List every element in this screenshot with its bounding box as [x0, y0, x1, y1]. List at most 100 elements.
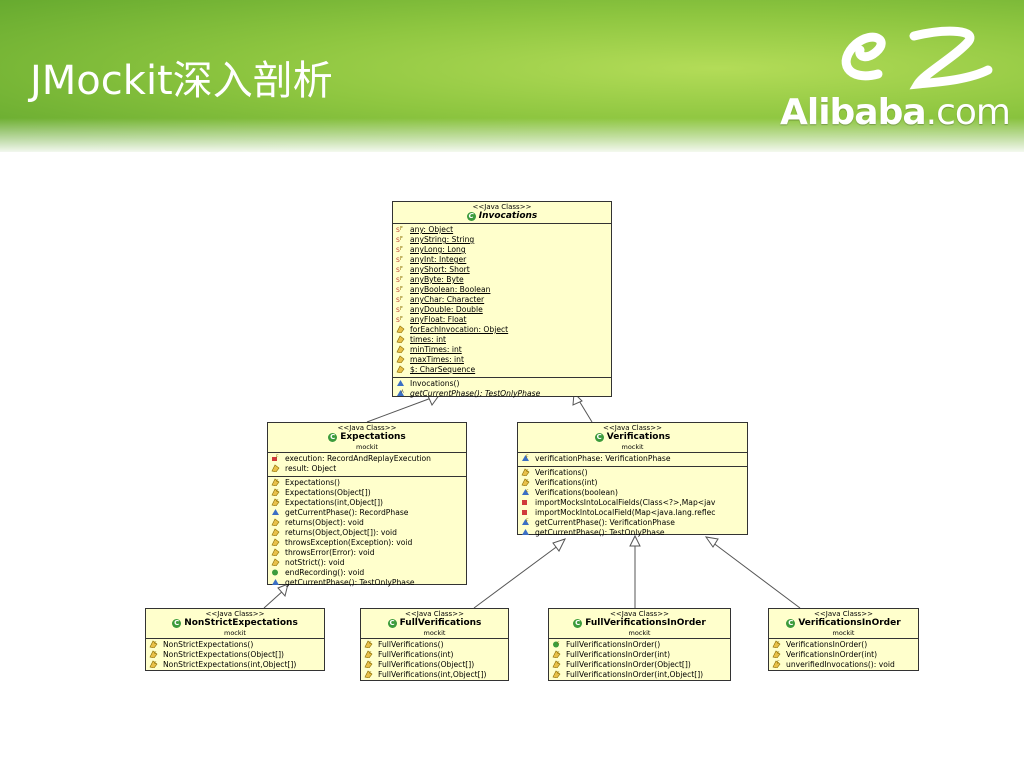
- field-row: maxTimes: int: [393, 355, 611, 365]
- svg-text:c: c: [369, 641, 372, 646]
- svg-text:c: c: [557, 671, 560, 676]
- alibaba-logo-text: Alibaba.com: [780, 92, 1011, 133]
- method-row: notStrict(): void: [268, 558, 466, 568]
- method-text: FullVerifications(Object[]): [378, 660, 475, 669]
- method-text: throwsException(Exception): void: [285, 538, 413, 547]
- protected-constructor-icon: c: [364, 650, 373, 658]
- method-text: endRecording(): void: [285, 568, 365, 577]
- method-row: getCurrentPhase(): TestOnlyPhase: [518, 528, 747, 538]
- method-text: getCurrentPhase(): RecordPhase: [285, 508, 409, 517]
- protected-constructor-icon: c: [521, 468, 530, 476]
- svg-text:c: c: [276, 489, 279, 494]
- arrow-fullverifications-to-verifications: [473, 544, 560, 609]
- protected-constructor-icon: c: [271, 488, 280, 496]
- public-constructor-icon: c: [552, 640, 561, 648]
- method-text: VerificationsInOrder(): [786, 640, 868, 649]
- class-name-label: Invocations: [478, 211, 538, 221]
- svg-text:S: S: [396, 307, 400, 313]
- svg-text:S: S: [396, 247, 400, 253]
- field-text: minTimes: int: [410, 345, 462, 354]
- svg-text:F: F: [400, 306, 403, 312]
- field-row: times: int: [393, 335, 611, 345]
- protected-field-icon: [396, 345, 405, 353]
- svg-text:F: F: [400, 296, 403, 302]
- method-text: importMockIntoLocalField(Map<java.lang.r…: [535, 508, 716, 517]
- protected-constructor-icon: c: [149, 640, 158, 648]
- method-row: importMocksIntoLocalFields(Class<?>,Map<…: [518, 498, 747, 508]
- class-package: mockit: [223, 629, 246, 637]
- package-method-icon: [271, 508, 280, 516]
- svg-text:S: S: [396, 287, 400, 293]
- arrow-head-verifications-1: [552, 538, 566, 552]
- protected-constructor-icon: c: [552, 660, 561, 668]
- svg-text:c: c: [154, 651, 157, 656]
- arrow-head-verifications-3: [704, 536, 719, 548]
- svg-text:F: F: [400, 236, 403, 242]
- field-text: anyInt: Integer: [410, 255, 467, 264]
- method-text: FullVerifications(): [378, 640, 444, 649]
- class-name-label: Expectations: [340, 432, 406, 442]
- arrow-verifications-to-invocations: [577, 398, 593, 423]
- method-text: Verifications(int): [535, 478, 598, 487]
- field-text: execution: RecordAndReplayExecution: [285, 454, 431, 463]
- method-row: getCurrentPhase(): RecordPhase: [268, 508, 466, 518]
- package-constructor-icon: c: [521, 488, 530, 496]
- svg-text:c: c: [526, 469, 529, 474]
- protected-constructor-icon: c: [552, 670, 561, 678]
- protected-constructor-icon: c: [772, 640, 781, 648]
- protected-constructor-icon: c: [271, 478, 280, 486]
- field-text: verificationPhase: VerificationPhase: [535, 454, 671, 463]
- class-package: mockit: [832, 629, 855, 637]
- svg-text:F: F: [526, 454, 529, 460]
- protected-method-icon: [271, 518, 280, 526]
- svg-text:F: F: [400, 316, 403, 322]
- method-text: getCurrentPhase(): TestOnlyPhase: [410, 389, 541, 398]
- field-text: anyByte: Byte: [410, 275, 464, 284]
- svg-text:F: F: [400, 256, 403, 262]
- class-stereotype: <<Java Class>>: [337, 424, 397, 432]
- svg-text:S: S: [396, 277, 400, 283]
- class-icon: C: [387, 619, 397, 628]
- method-text: NonStrictExpectations(): [163, 640, 254, 649]
- method-text: importMocksIntoLocalFields(Class<?>,Map<…: [535, 498, 716, 507]
- class-package: mockit: [355, 443, 378, 451]
- class-package: mockit: [423, 629, 446, 637]
- svg-text:c: c: [557, 661, 560, 666]
- field-text: anyDouble: Double: [410, 305, 483, 314]
- svg-text:F: F: [400, 266, 403, 272]
- method-text: notStrict(): void: [285, 558, 345, 567]
- method-text: returns(Object): void: [285, 518, 364, 527]
- protected-field-icon: [396, 335, 405, 343]
- method-text: Expectations(int,Object[]): [285, 498, 383, 507]
- alibaba-logo-icon: [841, 26, 993, 90]
- method-row: throwsException(Exception): void: [268, 538, 466, 548]
- protected-constructor-icon: c: [149, 660, 158, 668]
- svg-text:c: c: [369, 671, 372, 676]
